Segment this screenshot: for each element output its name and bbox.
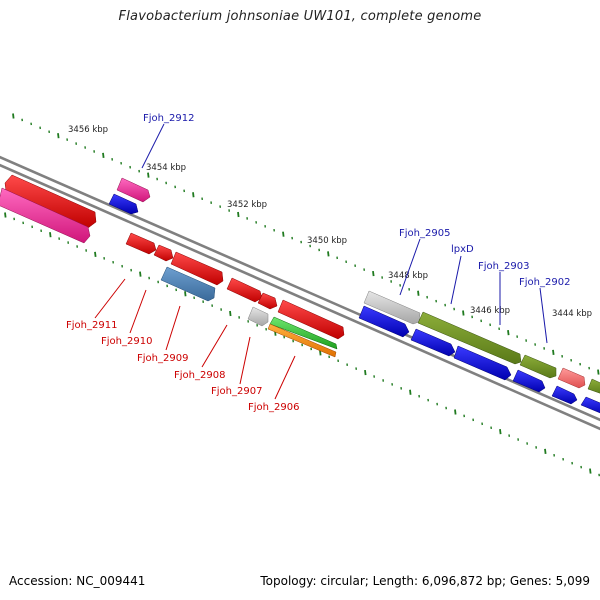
tick-top-25	[237, 211, 240, 218]
gene-block-red-2909[interactable]	[170, 251, 224, 286]
gene-block-blue-2912[interactable]	[108, 193, 139, 215]
gene-block-orange-2906[interactable]	[267, 323, 337, 358]
tick-bottom-5	[49, 232, 52, 238]
gene-label-fjoh-2911[interactable]: Fjoh_2911	[66, 320, 117, 331]
leader-2908	[201, 324, 228, 368]
tick-top-30	[282, 231, 285, 237]
gene-block-olive-lpxD[interactable]	[417, 311, 522, 365]
gene-label-fjoh-2908[interactable]: Fjoh_2908	[174, 370, 225, 381]
gene-block-olive-edge[interactable]	[587, 378, 600, 395]
gene-block-blue-2905[interactable]	[358, 305, 410, 338]
tick-top-40	[372, 270, 375, 277]
gene-block-red-2911[interactable]	[125, 232, 157, 255]
tick-bottom-10	[94, 251, 97, 258]
tick-top-10	[102, 152, 105, 159]
tick-track-bottom	[4, 212, 600, 477]
gene-block-red-small[interactable]	[257, 292, 278, 310]
gene-block-pink-2912[interactable]	[116, 177, 151, 203]
leader-2912	[141, 123, 165, 169]
gene-block-olive-2903[interactable]	[519, 354, 557, 379]
gene-block-blue-2903[interactable]	[512, 369, 546, 393]
gene-block-pink-left[interactable]	[0, 187, 91, 244]
gene-label-fjoh-2907[interactable]: Fjoh_2907	[211, 386, 262, 397]
leader-2906	[274, 355, 296, 400]
gene-label-fjoh-2909[interactable]: Fjoh_2909	[137, 353, 188, 364]
tick-bottom-50	[454, 409, 457, 415]
tick-top-55	[507, 330, 510, 336]
gene-label-fjoh-2910[interactable]: Fjoh_2910	[101, 336, 152, 347]
gene-block-red-2910[interactable]	[153, 244, 174, 262]
gene-label-fjoh-2903[interactable]: Fjoh_2903	[478, 261, 529, 272]
gene-block-salmon[interactable]	[557, 367, 586, 389]
gene-block-grey-2907[interactable]	[247, 306, 269, 327]
gene-block-green-2906[interactable]	[269, 316, 338, 350]
leader-lines	[94, 123, 548, 400]
tick-top-65	[597, 369, 600, 375]
kbp-label-3456: 3456 kbp	[68, 125, 108, 135]
gene-label-fjoh-2905[interactable]: Fjoh_2905	[399, 228, 450, 239]
tick-bottom-55	[499, 429, 502, 435]
leader-2910	[129, 289, 147, 334]
tick-bottom-20	[184, 291, 187, 297]
leader-2907	[239, 336, 251, 385]
leader-lpxD	[450, 255, 462, 305]
backbone-line-outer	[0, 155, 600, 422]
tick-bottom-35	[319, 350, 322, 356]
tick-bottom-60	[544, 448, 547, 454]
gene-label-fjoh-2902[interactable]: Fjoh_2902	[519, 277, 570, 288]
accession-text: Accession: NC_009441	[9, 574, 146, 588]
kbp-label-3452: 3452 kbp	[227, 200, 267, 210]
tick-track-top	[12, 113, 600, 375]
tick-bottom-45	[409, 389, 412, 395]
kbp-label-3444: 3444 kbp	[552, 309, 592, 319]
tick-bottom-25	[229, 310, 232, 317]
tick-bottom-40	[364, 369, 367, 376]
topology-summary-text: Topology: circular; Length: 6,096,872 bp…	[260, 574, 590, 588]
tick-top-20	[192, 192, 195, 198]
map-title: Flavobacterium johnsoniae UW101, complet…	[118, 9, 482, 24]
gene-block-blue-2902[interactable]	[551, 385, 578, 405]
leader-2902	[539, 287, 548, 344]
gene-label-fjoh-2912[interactable]: Fjoh_2912	[143, 113, 194, 124]
tick-top-0	[12, 113, 15, 119]
tick-bottom-15	[139, 271, 142, 277]
kbp-label-3450: 3450 kbp	[307, 236, 347, 246]
gene-block-red-2906a[interactable]	[277, 299, 345, 340]
leader-2911	[94, 278, 126, 319]
gene-block-blue-edge[interactable]	[580, 396, 600, 415]
leader-2909	[165, 305, 181, 351]
tick-top-50	[462, 310, 465, 316]
gene-label-fjoh-2906[interactable]: Fjoh_2906	[248, 402, 299, 413]
tick-top-15	[147, 172, 150, 178]
gene-block-steel[interactable]	[160, 266, 216, 302]
gene-features	[0, 174, 600, 415]
tick-bottom-65	[589, 468, 592, 474]
tick-bottom-0	[4, 212, 7, 218]
gene-block-blue-lpxD-b[interactable]	[453, 345, 512, 381]
leader-2905	[399, 238, 421, 296]
gene-block-blue-lpxD-a[interactable]	[410, 328, 456, 357]
tick-top-45	[417, 290, 420, 296]
gene-block-grey-2905[interactable]	[363, 290, 421, 325]
backbone-line-inner	[0, 163, 600, 431]
gene-label-lpxd[interactable]: lpxD	[451, 244, 474, 255]
tick-top-60	[552, 349, 555, 355]
kbp-label-3446: 3446 kbp	[470, 306, 510, 316]
kbp-label-3448: 3448 kbp	[388, 271, 428, 281]
tick-top-5	[57, 133, 60, 139]
kbp-label-3454: 3454 kbp	[146, 163, 186, 173]
gene-block-red-2908[interactable]	[226, 277, 263, 303]
tick-top-35	[327, 251, 330, 257]
